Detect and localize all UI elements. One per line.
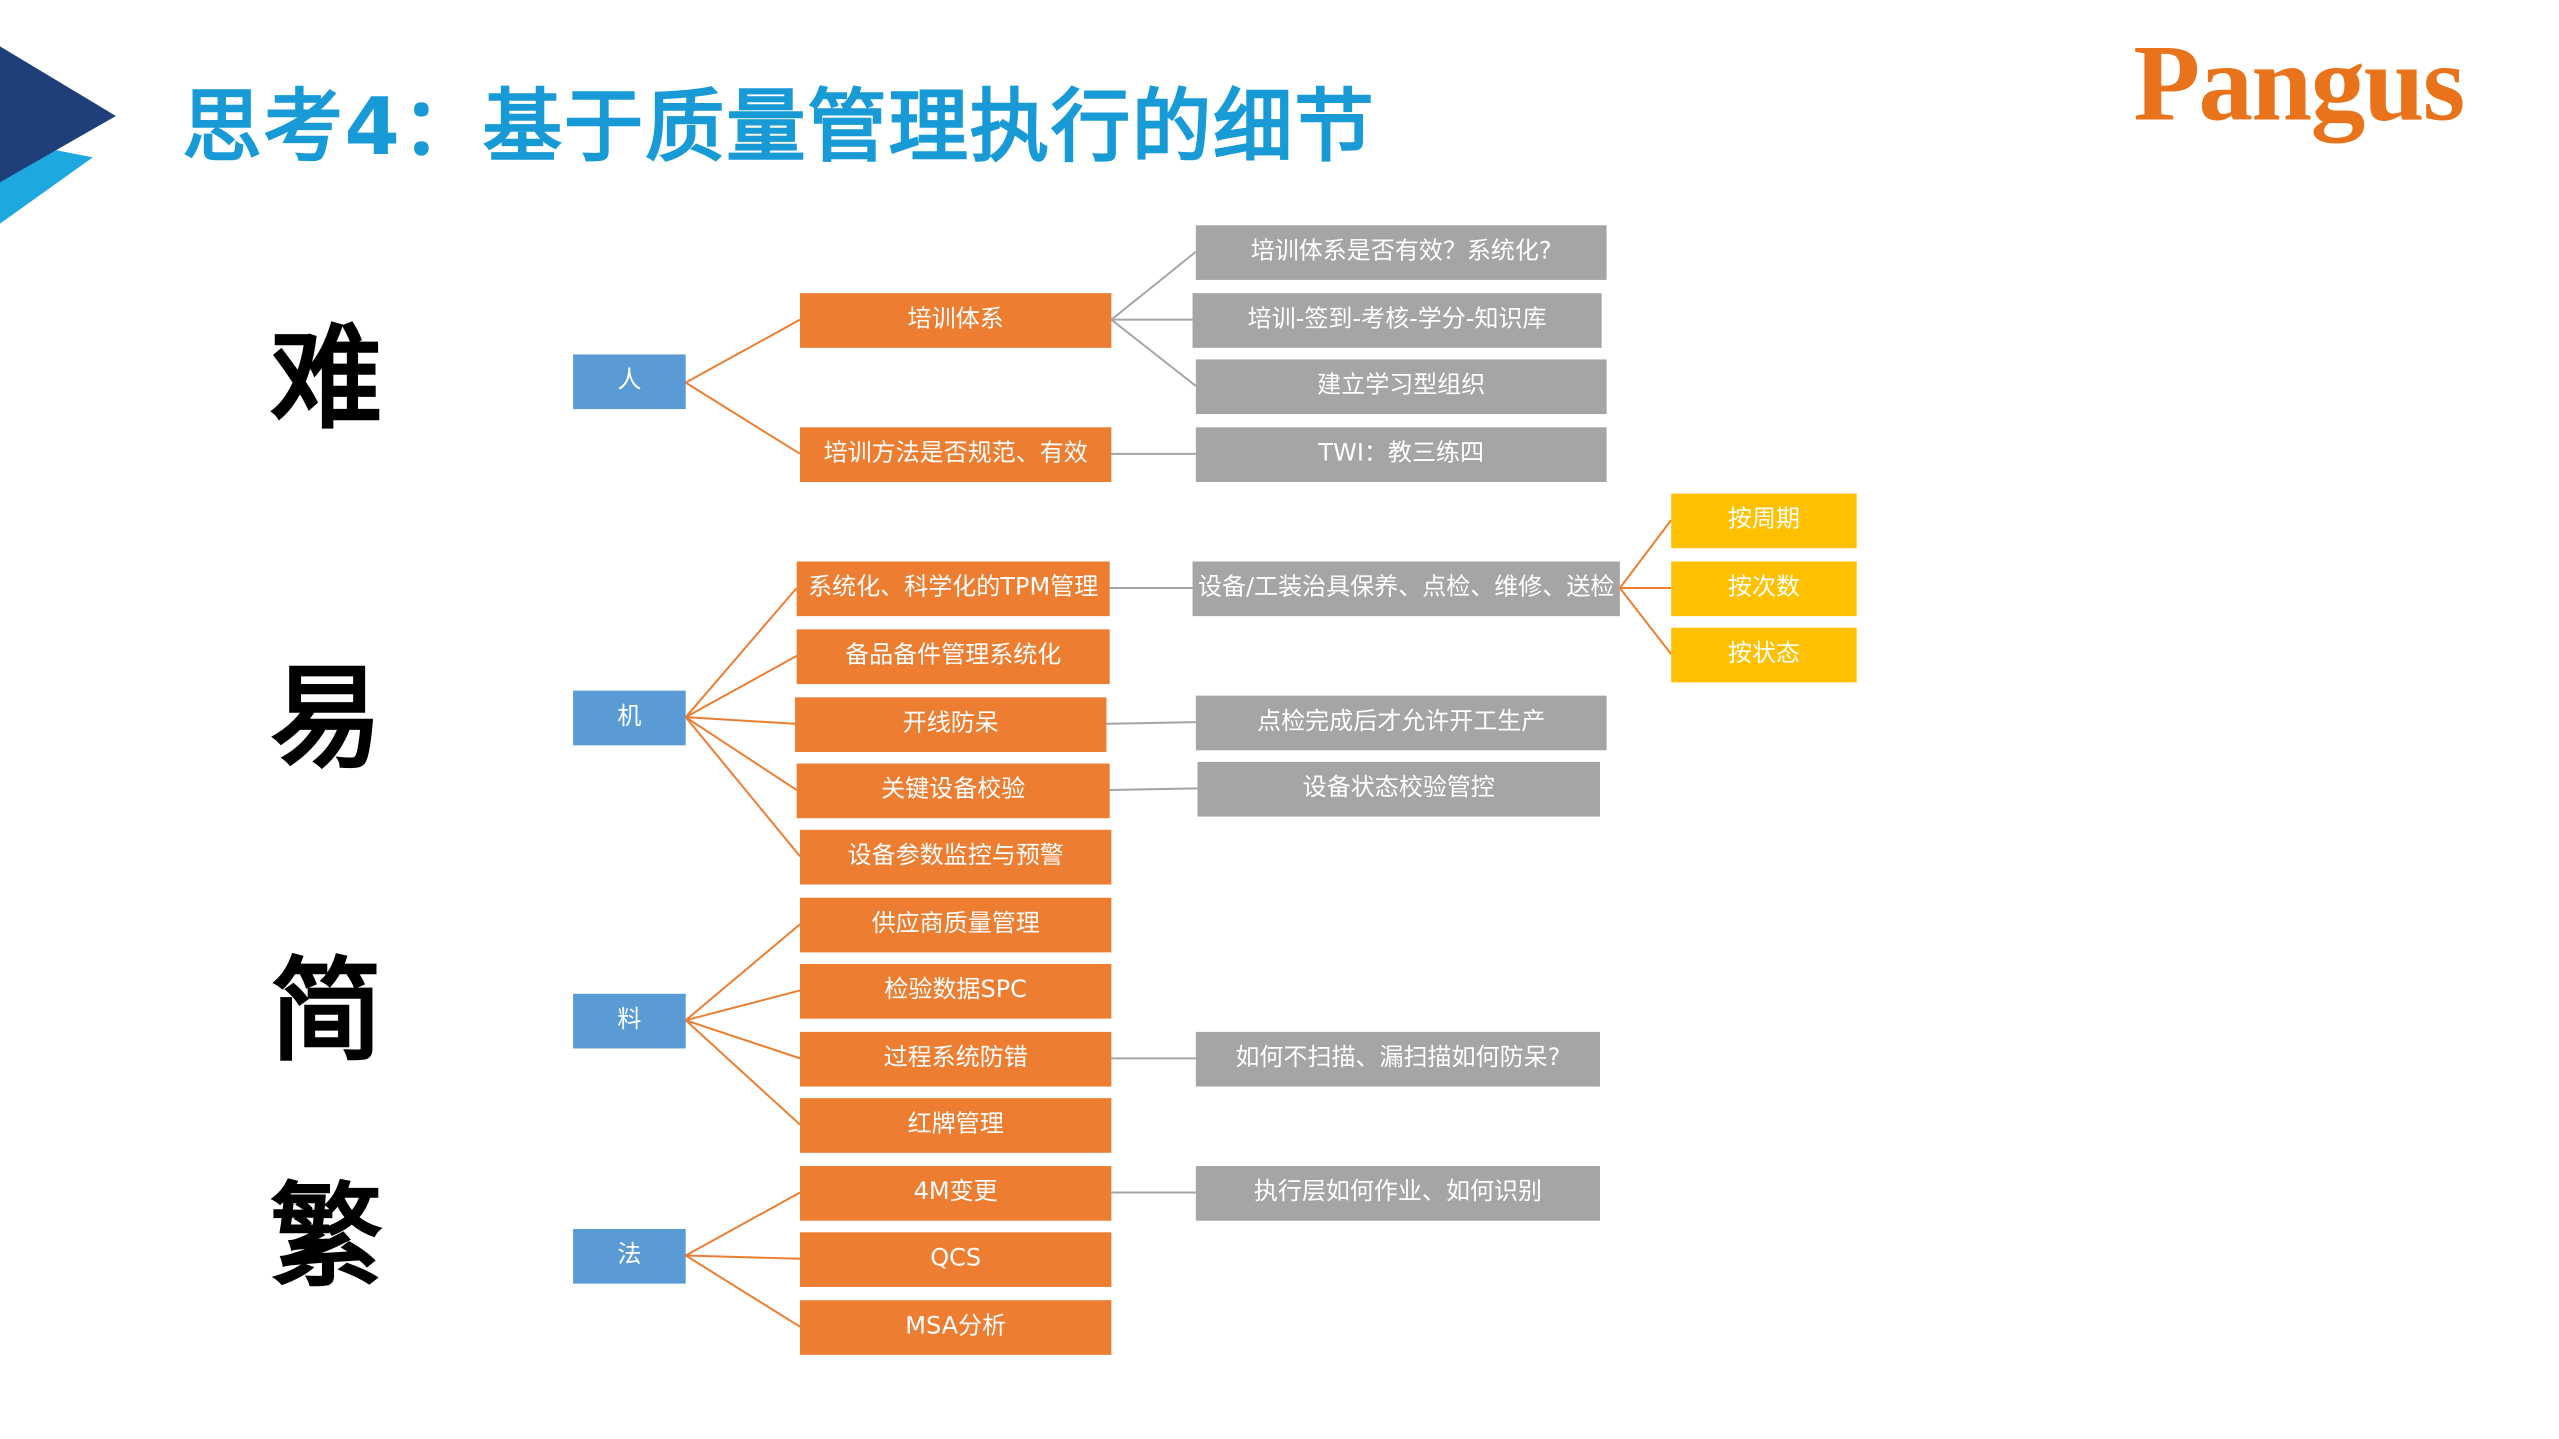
category-node-machine: 机	[573, 690, 686, 746]
connector-line	[685, 989, 801, 1022]
detail-node-training-effective: 培训体系是否有效？系统化?	[1195, 225, 1607, 280]
category-node-method: 法	[573, 1228, 686, 1284]
detail-node-spot-check-start: 点检完成后才允许开工生产	[1195, 695, 1607, 751]
connector-line	[1110, 250, 1197, 321]
connector-line	[1109, 787, 1198, 792]
corner-accent	[0, 46, 116, 224]
connector-line	[685, 1254, 801, 1260]
connector-line	[684, 716, 801, 857]
branch-node-training-method: 培训方法是否规范、有效	[799, 427, 1112, 482]
connector-line	[685, 1019, 801, 1060]
connector-line	[685, 716, 798, 791]
sub-detail-node-by-status: 按状态	[1671, 627, 1857, 683]
sub-detail-node-by-cycle: 按周期	[1671, 493, 1857, 549]
branch-node-process-error-proofing: 过程系统防错	[799, 1031, 1112, 1087]
branch-node-spare-parts: 备品备件管理系统化	[796, 629, 1110, 685]
connector-line	[1619, 587, 1672, 655]
branch-node-inspection-spc: 检验数据SPC	[799, 963, 1112, 1019]
category-node-material: 料	[573, 993, 686, 1049]
branch-node-line-start-poka-yoke: 开线防呆	[795, 697, 1107, 752]
side-label-difficult: 难	[269, 314, 383, 446]
connector-line	[1110, 318, 1197, 387]
connector-line	[685, 1019, 801, 1126]
connector-line	[685, 716, 796, 725]
side-label-easy: 易	[269, 654, 383, 786]
category-node-people: 人	[573, 354, 686, 410]
brand-logo: Pangus	[2133, 23, 2465, 145]
branch-node-4m-change: 4M变更	[799, 1166, 1112, 1221]
connector-line	[685, 923, 801, 1022]
connector-line	[685, 1254, 801, 1328]
detail-node-equipment-maintenance: 设备/工装治具保养、点检、维修、送检	[1192, 561, 1620, 617]
detail-node-execution-layer: 执行层如何作业、如何识别	[1195, 1166, 1600, 1221]
connector-line	[684, 587, 798, 718]
connector-line	[685, 1191, 801, 1257]
connector-line	[685, 381, 801, 455]
connector-line	[1619, 519, 1672, 589]
side-label-simple: 简	[269, 947, 383, 1079]
detail-node-twi: TWI：教三练四	[1195, 427, 1607, 482]
branch-node-msa: MSA分析	[799, 1300, 1112, 1355]
branch-node-parameter-monitoring: 设备参数监控与预警	[799, 829, 1112, 885]
detail-node-scan-poka-yoke: 如何不扫描、漏扫描如何防呆?	[1195, 1031, 1600, 1087]
branch-node-training-system: 培训体系	[799, 293, 1112, 348]
connector-line	[1106, 721, 1196, 725]
branch-node-key-equipment-calibration: 关键设备校验	[796, 763, 1110, 819]
detail-node-learning-organization: 建立学习型组织	[1195, 359, 1607, 415]
sub-detail-node-by-count: 按次数	[1671, 561, 1857, 617]
page-title: 思考4：基于质量管理执行的细节	[182, 81, 1376, 174]
corner-accent-dark-triangle	[0, 46, 116, 183]
detail-node-equipment-status: 设备状态校验管控	[1197, 761, 1600, 817]
connector-line	[685, 318, 801, 384]
side-label-complex: 繁	[269, 1172, 383, 1304]
connector-line	[685, 655, 798, 719]
branch-node-qcs: QCS	[799, 1232, 1112, 1287]
branch-node-tpm-management: 系统化、科学化的TPM管理	[796, 561, 1110, 617]
branch-node-red-tag: 红牌管理	[799, 1098, 1112, 1153]
detail-node-training-flow: 培训-签到-考核-学分-知识库	[1192, 293, 1602, 348]
branch-node-supplier-quality: 供应商质量管理	[799, 897, 1112, 953]
